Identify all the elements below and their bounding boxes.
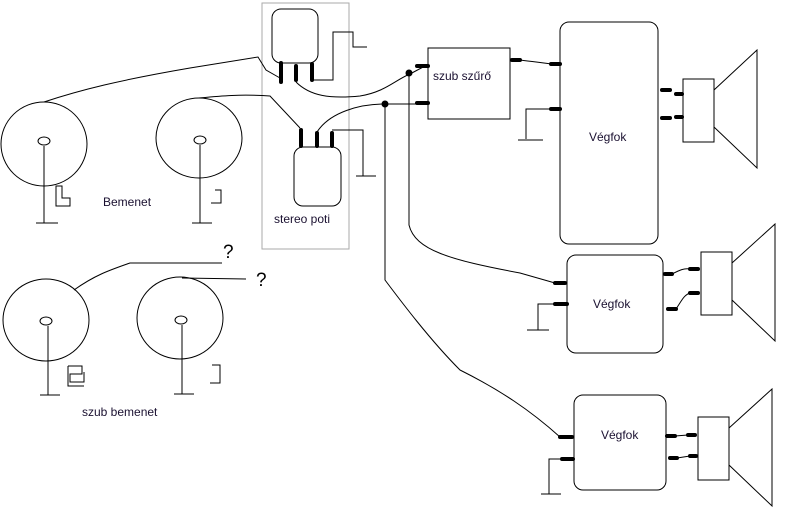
sub-input-connector-right [136,276,224,395]
input-connector-right [155,97,243,224]
speaker-2-magnet [700,251,733,316]
question-mark-2: ? [256,270,267,291]
amp-second-label: Végfok [593,297,631,311]
speaker-1-magnet [682,78,715,143]
speaker-2-cone [731,222,776,343]
sub-filter-label: szub szűrő [433,69,492,83]
sub-input-connector-left [2,278,90,396]
stereo-pot-frame [261,2,350,250]
speaker-3-magnet [697,416,730,481]
sub-input-label: szub bemenet [82,405,158,419]
question-mark-1: ? [223,242,234,263]
pot-top-body [271,8,319,64]
speaker-1-cone [713,48,758,170]
stereo-pot-label: stereo poti [274,212,331,226]
amp-main-label: Végfok [589,130,627,144]
input-connector-left [0,101,88,224]
sub-filter-box [427,47,511,120]
input-label: Bemenet [103,195,152,209]
amp-third-box [573,394,667,491]
sub-wire-2 [181,277,247,280]
amp-third-label: Végfok [601,428,639,442]
sub-wire-1 [73,262,222,291]
pot-bottom-body [293,146,342,207]
amp-main-box [559,21,659,245]
speaker-3-cone [728,387,773,508]
